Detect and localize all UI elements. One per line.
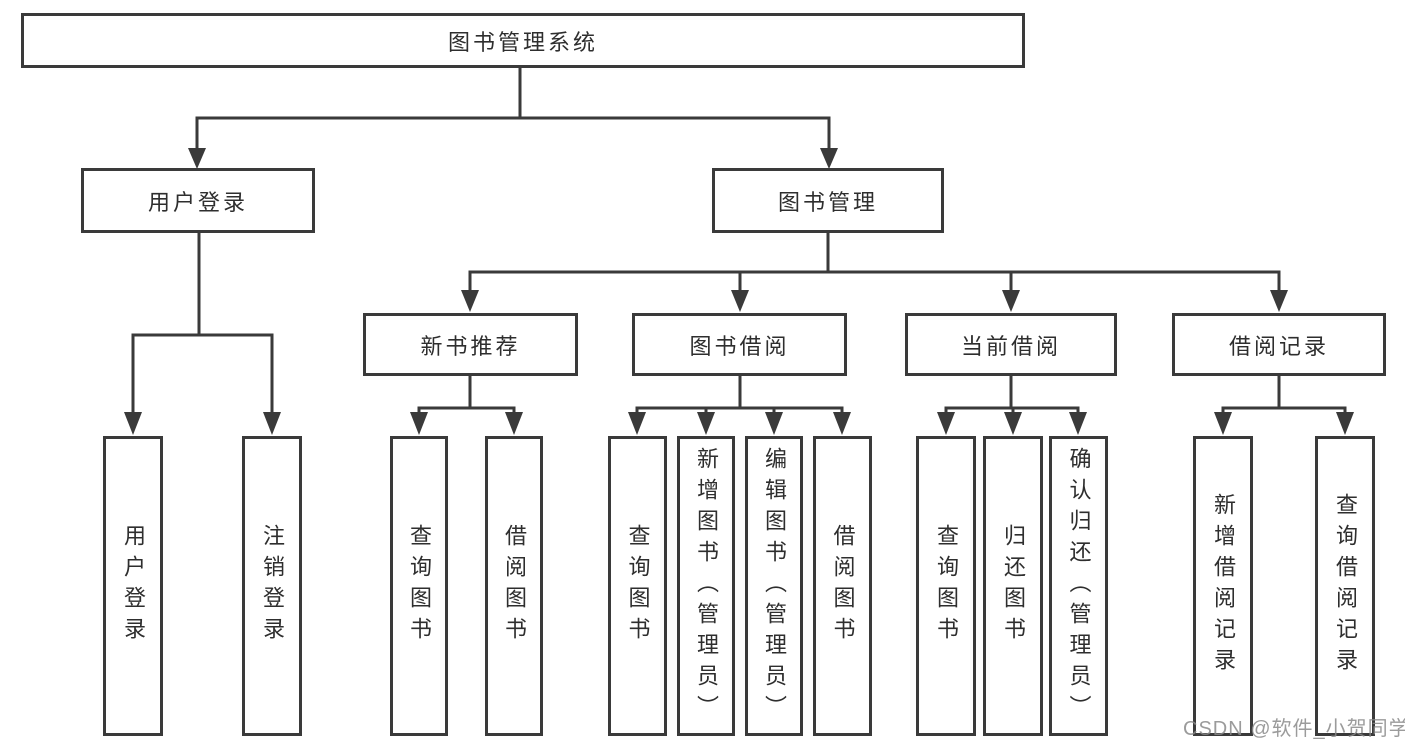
node-user-login-leaf: 用户登录 — [103, 436, 163, 736]
arrow-icon — [765, 412, 783, 435]
arrow-icon — [1069, 412, 1087, 435]
node-user-login: 用户登录 — [81, 168, 315, 233]
connector-line — [195, 116, 831, 152]
node-current-query-books: 查询图书 — [916, 436, 976, 736]
arrow-icon — [697, 412, 715, 435]
arrow-icon — [1002, 290, 1020, 312]
node-current-confirm-return-admin: 确认归还（管理员） — [1049, 436, 1108, 736]
arrow-icon — [410, 412, 428, 435]
arrow-icon — [1270, 290, 1288, 312]
arrow-icon — [124, 412, 142, 435]
arrow-icon — [628, 412, 646, 435]
arrow-icon — [731, 290, 749, 312]
node-recommend-query-books: 查询图书 — [390, 436, 448, 736]
node-recommend-borrow-books: 借阅图书 — [485, 436, 543, 736]
node-current-borrow: 当前借阅 — [905, 313, 1117, 376]
arrow-icon — [1214, 412, 1232, 435]
connector-line — [1221, 406, 1347, 414]
arrow-icon — [461, 290, 479, 312]
arrow-icon — [1004, 412, 1022, 435]
node-borrow-record: 借阅记录 — [1172, 313, 1386, 376]
arrow-icon — [820, 148, 838, 169]
arrow-icon — [188, 148, 206, 169]
connector-line — [131, 333, 274, 414]
node-root: 图书管理系统 — [21, 13, 1025, 68]
arrow-icon — [263, 412, 281, 435]
connector-line — [468, 270, 1281, 292]
connector-line — [417, 406, 516, 414]
node-logout-leaf: 注销登录 — [242, 436, 302, 736]
connector-line — [635, 406, 844, 414]
node-borrow-borrow-books: 借阅图书 — [813, 436, 872, 736]
arrow-icon — [937, 412, 955, 435]
node-current-return-books: 归还图书 — [983, 436, 1043, 736]
node-borrow-add-books-admin: 新增图书（管理员） — [677, 436, 735, 736]
arrow-icon — [833, 412, 851, 435]
node-book-borrow: 图书借阅 — [632, 313, 847, 376]
node-borrow-edit-books-admin: 编辑图书（管理员） — [745, 436, 803, 736]
arrow-icon — [1336, 412, 1354, 435]
node-book-management: 图书管理 — [712, 168, 944, 233]
csdn-watermark: CSDN @软件_小贺同学 — [1183, 718, 1405, 740]
node-borrow-query-books: 查询图书 — [608, 436, 667, 736]
node-record-query-borrow-record: 查询借阅记录 — [1315, 436, 1375, 736]
node-record-add-borrow-record: 新增借阅记录 — [1193, 436, 1253, 736]
arrow-icon — [505, 412, 523, 435]
node-new-book-recommend: 新书推荐 — [363, 313, 578, 376]
